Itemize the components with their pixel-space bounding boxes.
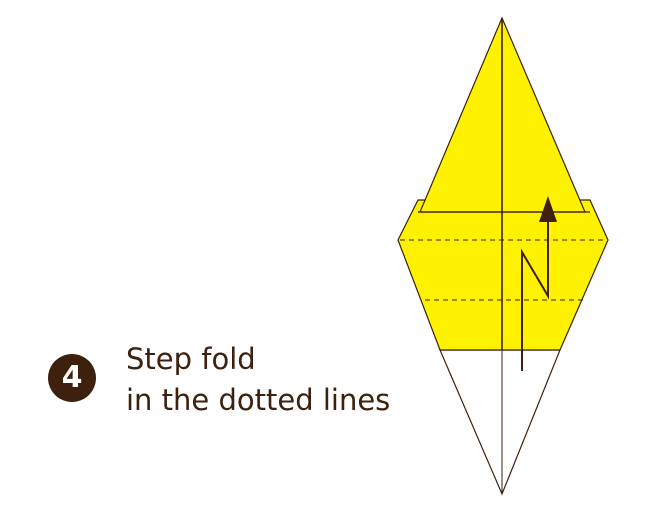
instruction-line-1: Step fold (126, 342, 256, 376)
instruction-line-2: in the dotted lines (126, 383, 391, 417)
paper-bottom-white (439, 349, 561, 496)
step-number-badge: 4 (48, 354, 96, 402)
arrow-head-icon (539, 196, 557, 222)
step-fold-arrow (521, 222, 549, 371)
paper-yellow-band (397, 199, 609, 351)
